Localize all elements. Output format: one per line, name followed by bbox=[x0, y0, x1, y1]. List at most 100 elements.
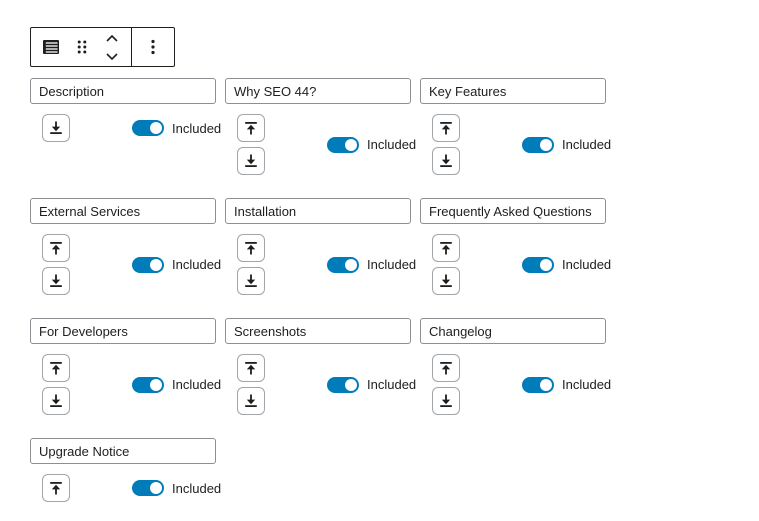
section-card: Included bbox=[420, 198, 611, 295]
section-controls: Included bbox=[420, 354, 611, 415]
block-type-button[interactable] bbox=[35, 29, 67, 65]
section-movers bbox=[432, 354, 460, 415]
move-section-up-button[interactable] bbox=[237, 354, 265, 382]
drag-handle[interactable] bbox=[67, 29, 97, 65]
included-label: Included bbox=[367, 377, 417, 392]
included-toggle[interactable] bbox=[327, 256, 359, 273]
section-title-input[interactable] bbox=[420, 318, 606, 344]
arrow-up-to-bar-icon bbox=[440, 242, 452, 255]
section-title-input[interactable] bbox=[30, 318, 216, 344]
section-movers bbox=[42, 354, 70, 415]
section-card: Included bbox=[225, 78, 416, 175]
arrow-down-to-bar-icon bbox=[50, 274, 62, 287]
included-toggle-group: Included bbox=[132, 376, 222, 393]
included-toggle-group: Included bbox=[327, 376, 417, 393]
included-toggle[interactable] bbox=[327, 136, 359, 153]
section-movers bbox=[432, 114, 460, 175]
arrow-down-to-bar-icon bbox=[440, 274, 452, 287]
move-section-down-button[interactable] bbox=[42, 114, 70, 142]
section-card: Included bbox=[225, 198, 416, 295]
included-toggle[interactable] bbox=[132, 120, 164, 136]
section-controls: Included bbox=[30, 114, 221, 142]
included-toggle[interactable] bbox=[327, 376, 359, 393]
arrow-up-to-bar-icon bbox=[50, 362, 62, 375]
arrow-up-to-bar-icon bbox=[440, 122, 452, 135]
move-section-down-button[interactable] bbox=[237, 387, 265, 415]
block-mover bbox=[97, 29, 127, 65]
toggle-knob bbox=[150, 258, 162, 271]
section-controls: Included bbox=[30, 234, 221, 295]
section-title-input[interactable] bbox=[225, 198, 411, 224]
move-section-up-button[interactable] bbox=[237, 114, 265, 142]
included-label: Included bbox=[367, 137, 417, 152]
section-movers bbox=[42, 234, 70, 295]
included-toggle[interactable] bbox=[132, 480, 164, 496]
section-title-input[interactable] bbox=[30, 198, 216, 224]
move-section-down-button[interactable] bbox=[432, 147, 460, 175]
included-label: Included bbox=[172, 257, 222, 272]
section-movers bbox=[237, 114, 265, 175]
section-title-input[interactable] bbox=[420, 198, 606, 224]
arrow-down-to-bar-icon bbox=[440, 394, 452, 407]
options-button[interactable] bbox=[138, 29, 168, 65]
arrow-up-to-bar-icon bbox=[245, 242, 257, 255]
section-controls: Included bbox=[225, 354, 416, 415]
section-controls: Included bbox=[420, 114, 611, 175]
move-section-up-button[interactable] bbox=[42, 474, 70, 502]
included-label: Included bbox=[172, 377, 222, 392]
section-movers bbox=[237, 234, 265, 295]
move-section-down-button[interactable] bbox=[237, 147, 265, 175]
toggle-knob bbox=[345, 138, 357, 151]
section-card: Included bbox=[30, 78, 221, 175]
section-card: Included bbox=[30, 318, 221, 415]
included-toggle-group: Included bbox=[522, 136, 611, 153]
move-section-down-button[interactable] bbox=[42, 387, 70, 415]
section-card: Included bbox=[420, 78, 611, 175]
arrow-up-to-bar-icon bbox=[245, 362, 257, 375]
included-label: Included bbox=[367, 257, 417, 272]
move-section-up-button[interactable] bbox=[237, 234, 265, 262]
move-section-up-button[interactable] bbox=[42, 354, 70, 382]
toggle-knob bbox=[540, 138, 552, 151]
arrow-down-to-bar-icon bbox=[50, 394, 62, 407]
included-toggle[interactable] bbox=[522, 376, 554, 393]
arrow-up-to-bar-icon bbox=[50, 482, 62, 495]
move-section-up-button[interactable] bbox=[432, 234, 460, 262]
included-toggle[interactable] bbox=[522, 136, 554, 153]
toggle-knob bbox=[345, 378, 357, 391]
section-title-input[interactable] bbox=[225, 78, 411, 104]
section-title-input[interactable] bbox=[30, 438, 216, 464]
section-card: Included bbox=[225, 318, 416, 415]
included-toggle-group: Included bbox=[132, 120, 221, 136]
section-title-input[interactable] bbox=[225, 318, 411, 344]
move-section-up-button[interactable] bbox=[42, 234, 70, 262]
toggle-knob bbox=[150, 122, 162, 134]
arrow-down-to-bar-icon bbox=[245, 154, 257, 167]
included-toggle[interactable] bbox=[522, 256, 554, 273]
move-section-down-button[interactable] bbox=[432, 267, 460, 295]
included-label: Included bbox=[562, 257, 612, 272]
toggle-knob bbox=[540, 258, 552, 271]
section-controls: Included bbox=[225, 114, 416, 175]
included-toggle[interactable] bbox=[132, 376, 164, 393]
move-section-up-button[interactable] bbox=[432, 354, 460, 382]
block-toolbar-options-group bbox=[131, 28, 174, 66]
included-toggle[interactable] bbox=[132, 256, 164, 273]
block-move-down-button[interactable] bbox=[97, 47, 127, 65]
move-section-down-button[interactable] bbox=[237, 267, 265, 295]
chevron-down-icon bbox=[106, 52, 118, 60]
section-movers bbox=[237, 354, 265, 415]
included-label: Included bbox=[172, 120, 222, 136]
section-title-input[interactable] bbox=[420, 78, 606, 104]
block-toolbar-main-group bbox=[31, 28, 131, 66]
included-toggle-group: Included bbox=[132, 256, 222, 273]
section-title-input[interactable] bbox=[30, 78, 216, 104]
move-section-up-button[interactable] bbox=[432, 114, 460, 142]
move-section-down-button[interactable] bbox=[42, 267, 70, 295]
arrow-up-to-bar-icon bbox=[245, 122, 257, 135]
section-movers bbox=[432, 234, 460, 295]
block-move-up-button[interactable] bbox=[97, 29, 127, 47]
move-section-down-button[interactable] bbox=[432, 387, 460, 415]
block-toolbar bbox=[30, 27, 175, 67]
